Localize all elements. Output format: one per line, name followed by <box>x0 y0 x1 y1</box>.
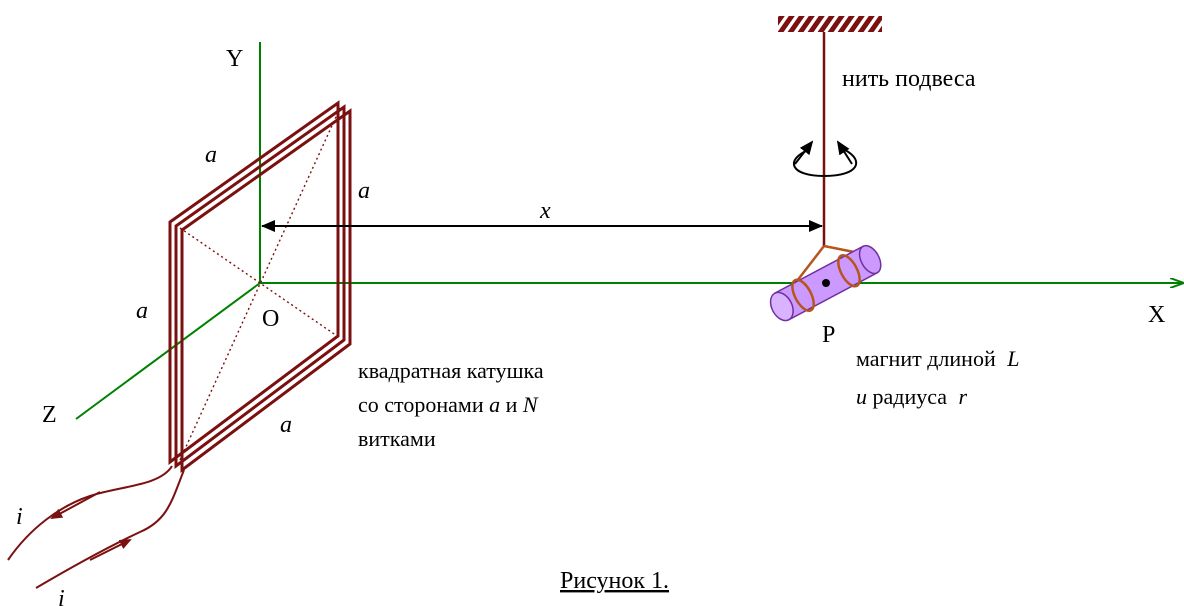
magnet-caption-line2: и радиуса r <box>856 384 968 409</box>
current-label-bottom: i <box>58 586 65 606</box>
z-axis-label: Z <box>42 402 57 428</box>
rotation-arrow-right <box>836 140 853 165</box>
origin-label: O <box>262 306 279 332</box>
coil-diagonals <box>179 107 341 461</box>
magnet-caption-text: магнит длиной <box>856 346 1001 371</box>
ceiling-support <box>778 16 882 32</box>
rotation-arrow-left <box>794 140 814 165</box>
magnet-caption-radius-text: радиуса <box>867 384 953 409</box>
magnet-caption-line1: магнит длиной L <box>856 346 1019 371</box>
lead-wire-out-arrow <box>50 491 101 519</box>
thread-label: нить подвеса <box>842 66 976 92</box>
coil-caption-line1: квадратная катушка <box>358 358 544 383</box>
coil-side-label-left: a <box>136 298 148 324</box>
coil-side-label-bottom: a <box>280 412 292 438</box>
lead-wire-in-arrow <box>89 539 132 561</box>
magnet-length-symbol: L <box>1006 346 1019 371</box>
lead-wire-out <box>7 465 173 561</box>
lead-wire-in <box>35 469 185 589</box>
coil-caption-text: со сторонами <box>358 392 489 417</box>
current-label-top: i <box>16 504 23 530</box>
coil-caption-and: и <box>500 392 523 417</box>
magnet-radius-symbol: r <box>959 384 968 409</box>
point-p-label: P <box>822 322 835 348</box>
coil-side-label-top: a <box>205 142 217 168</box>
y-axis-label: Y <box>226 46 243 72</box>
x-axis-label: X <box>1148 302 1165 328</box>
distance-label: x <box>539 198 551 224</box>
coil-caption-line2: со сторонами a и N <box>358 392 539 417</box>
figure-caption: Рисунок 1. <box>560 568 669 594</box>
coil-caption-a: a <box>489 392 500 417</box>
magnet-center-point <box>822 279 830 287</box>
z-axis <box>75 282 261 420</box>
magnet-caption-u: и <box>856 384 867 409</box>
square-coil <box>168 100 352 473</box>
coil-side-label-right: a <box>358 178 370 204</box>
rotation-arc <box>793 149 857 178</box>
coil-caption-n: N <box>522 392 539 417</box>
coil-caption-line3: витками <box>358 426 436 451</box>
